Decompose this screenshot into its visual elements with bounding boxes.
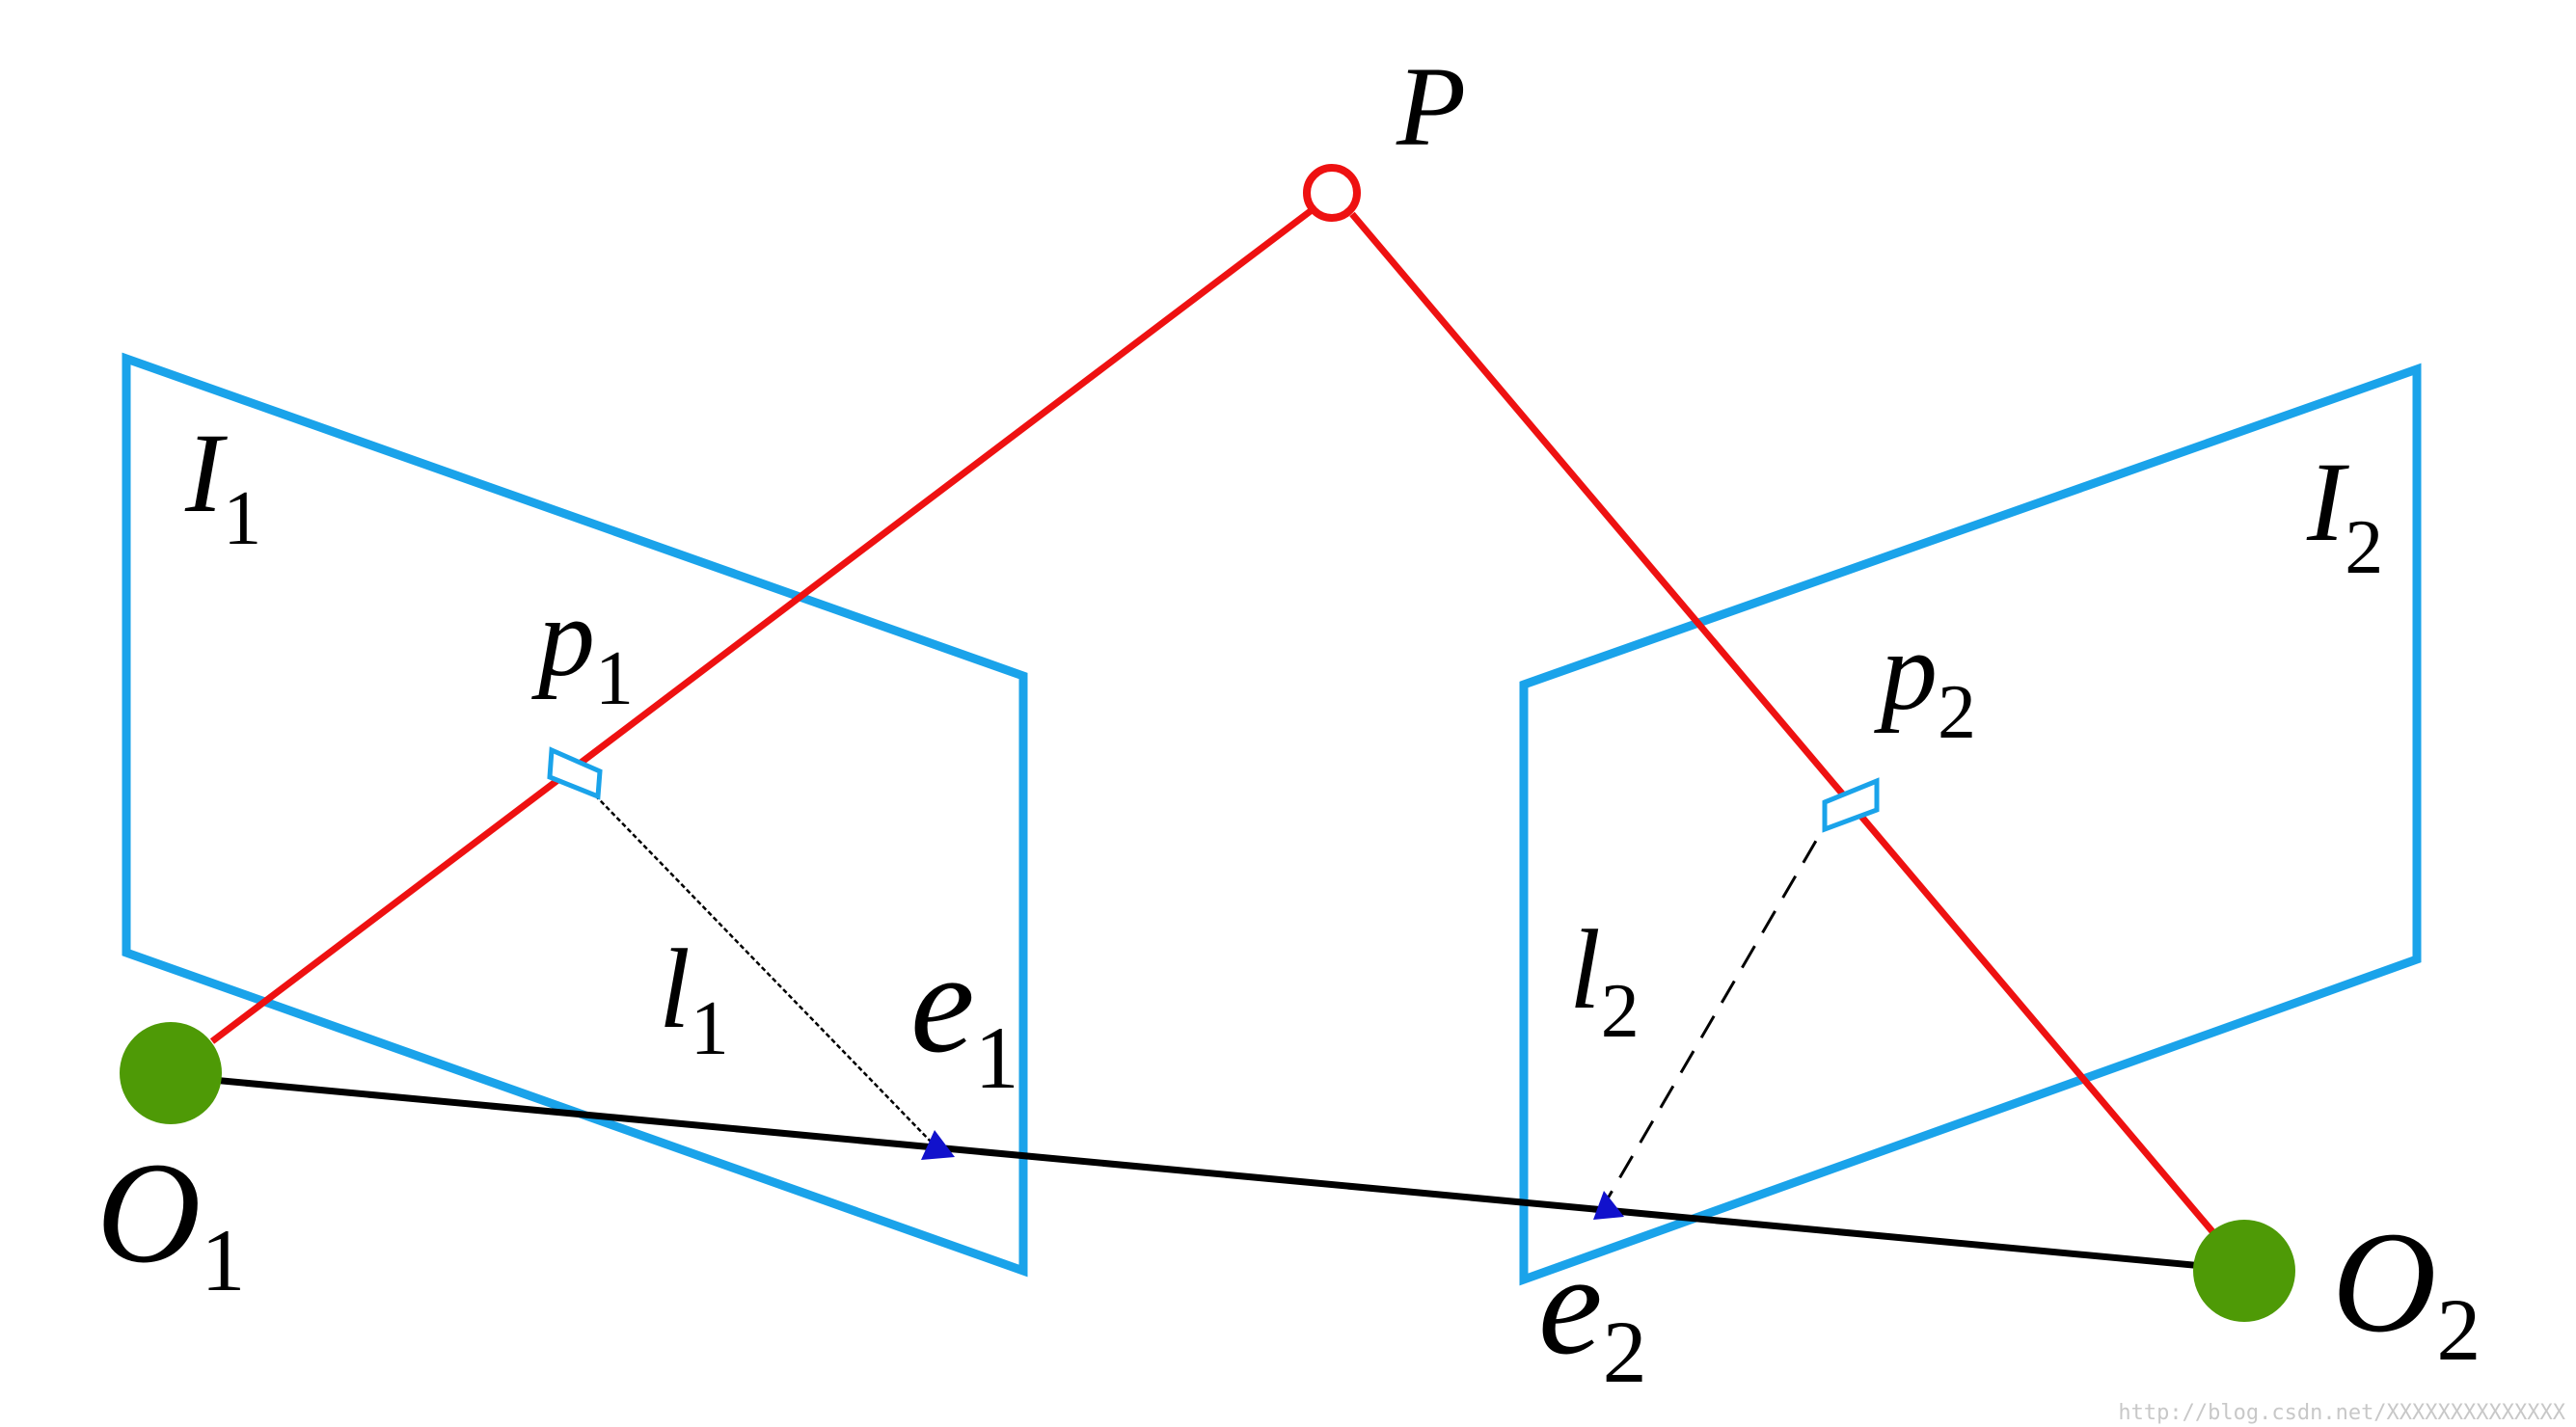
label-I2: I2 [2306,439,2383,590]
image-plane-1 [122,352,1028,1278]
camera-center-O1 [120,1022,222,1124]
image-plane-2 [1519,363,2422,1286]
label-O2: O2 [2332,1202,2481,1379]
camera-center-O2 [2193,1220,2295,1322]
epipole-e1-arrow [921,1130,955,1160]
ray-O1-to-P [209,207,1315,1044]
epipolar-line-l1 [573,772,935,1145]
label-I1: I1 [184,410,261,561]
baseline [170,1072,2245,1274]
image-point-p1-marker [547,746,603,800]
epipole-e2-arrow [1593,1191,1624,1220]
ray-O2-to-P [1349,211,2219,1239]
label-l2: l2 [1569,906,1640,1054]
label-l1: l1 [659,926,729,1071]
label-p1: p1 [531,574,634,721]
label-P: P [1396,43,1466,170]
label-O1: O1 [96,1133,245,1309]
label-e2: e2 [1538,1225,1647,1401]
point-P [1303,164,1361,222]
image-point-p2-marker [1822,777,1880,833]
label-e1: e1 [910,923,1019,1107]
watermark-url: http://blog.csdn.net/XXXXXXXXXXXXXX [2118,1401,2565,1425]
label-p2: p2 [1874,607,1976,755]
